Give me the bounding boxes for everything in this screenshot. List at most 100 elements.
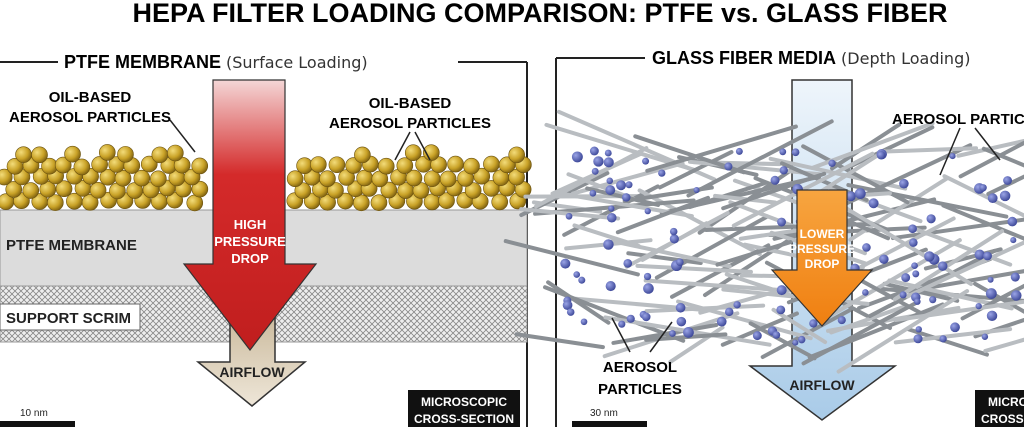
glass-fiber bbox=[715, 240, 793, 267]
pressure-label-3: DROP bbox=[231, 251, 269, 266]
aerosol-particle bbox=[837, 316, 846, 325]
oil-particle bbox=[81, 194, 99, 211]
aerosol-particle bbox=[643, 283, 654, 294]
oil-particle-layer bbox=[0, 144, 532, 212]
aerosol-particle bbox=[1003, 176, 1012, 185]
aerosol-particle bbox=[573, 271, 580, 278]
lower-pressure-arrow bbox=[770, 189, 874, 327]
aerosol-particles-label-bottom-1: AEROSOL bbox=[603, 359, 677, 376]
oil-particle bbox=[167, 144, 184, 162]
oil-particle bbox=[15, 146, 32, 163]
airflow-label: AIRFLOW bbox=[219, 364, 285, 380]
aerosol-particles-label-top: AEROSOL PARTICLES bbox=[892, 111, 1024, 128]
aerosol-particle bbox=[562, 300, 573, 311]
oil-particle bbox=[294, 182, 312, 199]
leader-line bbox=[611, 317, 673, 353]
oil-particle bbox=[463, 157, 480, 175]
oil-particle bbox=[0, 168, 13, 186]
oil-particle bbox=[405, 169, 423, 187]
aerosol-particle bbox=[1010, 272, 1020, 282]
aerosol-particle bbox=[735, 147, 743, 155]
oil-particle bbox=[380, 181, 398, 199]
aerosol-particle bbox=[605, 185, 616, 195]
aerosol-particle bbox=[606, 212, 617, 223]
aerosol-particle bbox=[621, 193, 631, 202]
support-scrim-box bbox=[0, 303, 141, 331]
oil-particle bbox=[447, 155, 464, 173]
aerosol-particle bbox=[911, 262, 918, 270]
aerosol-particle bbox=[603, 157, 614, 168]
aerosol-particle bbox=[776, 305, 786, 315]
aerosol-particle bbox=[566, 308, 575, 316]
oil-particle bbox=[22, 182, 40, 199]
ptfe-panel: PTFE MEMBRANE (Surface Loading) PTFE MEM… bbox=[0, 52, 532, 427]
aerosol-particle bbox=[591, 167, 599, 175]
aerosol-particle bbox=[571, 151, 583, 163]
aerosol-particle bbox=[643, 272, 652, 281]
glass-fiber bbox=[637, 188, 762, 257]
glass-fiber bbox=[892, 229, 1005, 302]
aerosol-particle bbox=[683, 327, 694, 338]
aerosol-particle bbox=[987, 276, 994, 283]
oil-particle bbox=[151, 146, 169, 164]
aerosol-particle bbox=[724, 162, 733, 171]
aerosol-particle bbox=[792, 339, 799, 346]
oil-particle bbox=[5, 181, 23, 198]
high-pressure-arrow bbox=[182, 79, 318, 351]
aerosol-particle bbox=[777, 217, 786, 227]
oil-particles-label-right-2: AEROSOL PARTICLES bbox=[329, 115, 491, 132]
glass-fiber bbox=[615, 195, 710, 235]
microscopic-badge bbox=[408, 390, 520, 427]
aerosol-particle bbox=[625, 181, 633, 189]
oil-particle bbox=[286, 170, 304, 188]
aerosol-particle bbox=[939, 335, 947, 343]
aerosol-particle bbox=[676, 316, 687, 327]
glass-fiber bbox=[610, 239, 732, 269]
aerosol-particle bbox=[981, 333, 989, 340]
aerosol-particle bbox=[913, 298, 921, 305]
aerosol-particle bbox=[949, 153, 956, 160]
oil-particle bbox=[126, 182, 144, 199]
aerosol-particle bbox=[950, 322, 960, 333]
glass-fiber bbox=[829, 305, 905, 335]
pressure-label-3: DROP bbox=[805, 257, 840, 271]
oil-particle bbox=[319, 194, 336, 211]
leader-line bbox=[169, 119, 196, 153]
glass-fiber bbox=[771, 307, 828, 345]
oil-particle bbox=[423, 170, 441, 188]
oil-particle bbox=[439, 170, 457, 188]
oil-particle bbox=[354, 146, 371, 164]
oil-particle bbox=[166, 191, 184, 209]
airflow-label: AIRFLOW bbox=[789, 377, 855, 393]
aerosol-particle bbox=[876, 151, 886, 160]
aerosol-particle bbox=[912, 270, 920, 278]
scale-label: 10 nm bbox=[20, 408, 48, 419]
oil-particle bbox=[47, 194, 64, 211]
aerosol-particle bbox=[974, 249, 985, 260]
main-title: HEPA FILTER LOADING COMPARISON: PTFE vs.… bbox=[132, 0, 947, 28]
aerosol-particle bbox=[716, 316, 727, 327]
glass-fiber bbox=[748, 321, 817, 361]
aerosol-particle bbox=[603, 239, 614, 250]
glass-fiber bbox=[514, 332, 605, 350]
glass-fiber bbox=[801, 300, 920, 366]
aerosol-particle bbox=[724, 307, 734, 317]
aerosol-particle bbox=[828, 159, 836, 167]
oil-particle bbox=[483, 155, 500, 173]
aerosol-particle bbox=[915, 326, 922, 333]
aerosol-particle bbox=[975, 302, 982, 310]
aerosol-particle bbox=[616, 180, 627, 191]
aerosol-particle bbox=[862, 243, 871, 252]
aerosol-particle bbox=[772, 331, 781, 339]
glass-fiber bbox=[893, 299, 1024, 323]
glass-fiber bbox=[657, 150, 734, 190]
aerosol-particle bbox=[669, 234, 679, 244]
aerosol-particle bbox=[776, 285, 787, 296]
aerosol-particle bbox=[899, 178, 909, 189]
glass-fiber-heading: GLASS FIBER MEDIA (Depth Loading) bbox=[652, 48, 970, 68]
oil-particle bbox=[114, 169, 132, 187]
oil-particle bbox=[55, 180, 73, 198]
aerosol-particle bbox=[862, 289, 869, 296]
aerosol-particle bbox=[1010, 290, 1022, 301]
aerosol-particle bbox=[901, 273, 911, 283]
